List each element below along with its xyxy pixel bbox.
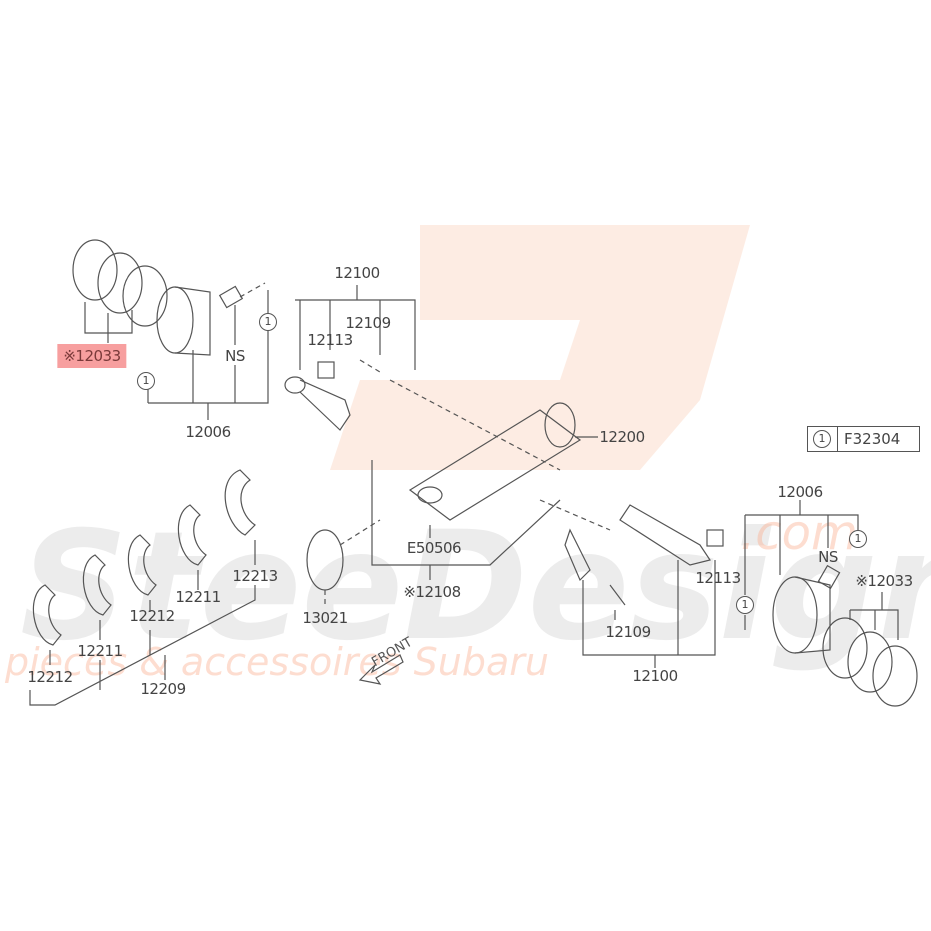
- watermark-domain: .com: [740, 505, 858, 561]
- part-label[interactable]: 12109: [345, 314, 391, 332]
- part-label[interactable]: 12212: [129, 607, 175, 625]
- part-label[interactable]: 12113: [307, 331, 353, 349]
- connecting-rod-bottom: [564, 504, 711, 582]
- part-label[interactable]: ※12108: [403, 583, 461, 601]
- part-label[interactable]: 12006: [185, 423, 231, 441]
- watermark-tagline: pieces & accessoires Subaru: [5, 640, 549, 684]
- reference-legend-code: F32304: [844, 430, 901, 448]
- part-label[interactable]: E50506: [406, 539, 462, 557]
- piston-right: [772, 576, 831, 654]
- reference-marker: 1: [259, 313, 277, 331]
- reference-legend-marker: 1: [813, 430, 831, 448]
- reference-marker: 1: [736, 596, 754, 614]
- divider: [837, 427, 838, 451]
- part-label[interactable]: 12113: [695, 569, 741, 587]
- part-label-highlighted[interactable]: ※12033: [57, 344, 127, 368]
- piston-left: [156, 286, 211, 356]
- part-label[interactable]: 13021: [302, 609, 348, 627]
- piston-rings-right: [822, 617, 918, 707]
- reference-legend: 1 F32304: [807, 426, 920, 452]
- part-label: NS: [818, 548, 838, 566]
- bearings: [32, 469, 256, 646]
- part-label[interactable]: 12212: [27, 668, 73, 686]
- crankshaft: [408, 402, 582, 521]
- timing-sprocket: [306, 529, 344, 591]
- part-label[interactable]: 12200: [599, 428, 645, 446]
- part-label[interactable]: 12211: [77, 642, 123, 660]
- watermark-logo: [330, 225, 750, 470]
- reference-marker: 1: [849, 530, 867, 548]
- connecting-rod-top: [284, 376, 351, 431]
- part-label: NS: [225, 347, 245, 365]
- part-label[interactable]: 12211: [175, 588, 221, 606]
- part-label[interactable]: 12109: [605, 623, 651, 641]
- front-arrow-icon: [358, 654, 404, 685]
- part-label[interactable]: 12006: [777, 483, 823, 501]
- part-label[interactable]: 12100: [334, 264, 380, 282]
- part-label[interactable]: 12213: [232, 567, 278, 585]
- reference-marker: 1: [137, 372, 155, 390]
- piston-rings-left: [72, 239, 168, 327]
- part-label[interactable]: 12100: [632, 667, 678, 685]
- watermark-brand: SteeDesign: [20, 500, 931, 674]
- part-label[interactable]: ※12033: [855, 572, 913, 590]
- part-label[interactable]: 12209: [140, 680, 186, 698]
